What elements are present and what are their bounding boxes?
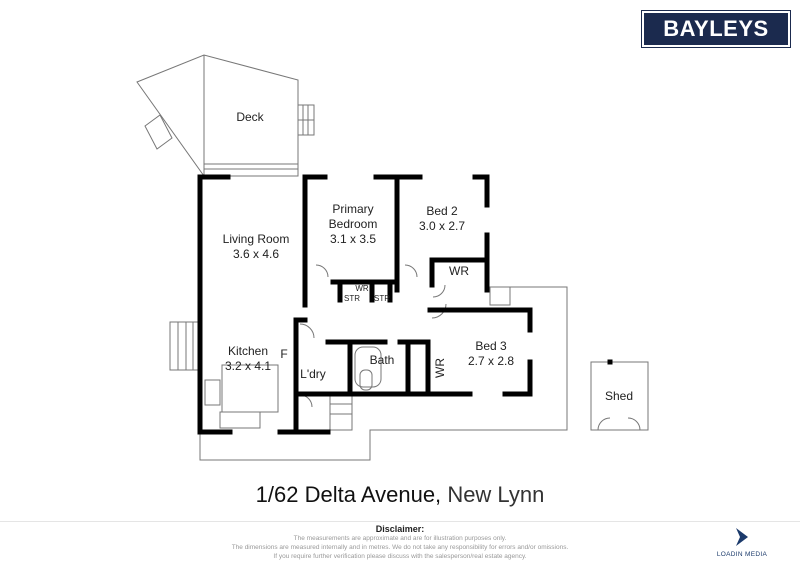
stove: [204, 379, 221, 406]
room-size-primary: 3.1 x 3.5: [330, 232, 376, 246]
disclaimer-heading: Disclaimer:: [375, 524, 425, 534]
outdoor-outlines: [136, 54, 649, 461]
door-swing: [315, 264, 329, 278]
label-wr-primary: WR: [355, 284, 369, 293]
room-size-kitchen: 3.2 x 4.1: [225, 359, 271, 373]
disclaimer-line: If you require further verification plea…: [273, 553, 527, 560]
kitchen-sink: [219, 411, 261, 429]
property-address: 1/62 Delta Avenue, New Lynn: [0, 482, 800, 508]
room-label-kitchen: Kitchen: [228, 344, 268, 358]
label-str-1: STR: [344, 294, 360, 303]
floor-plan: Deck Living Room 3.6 x 4.6 Primary Bedro…: [136, 54, 649, 461]
disclaimer: Disclaimer: The measurements are approxi…: [0, 524, 800, 561]
rear-steps: [329, 393, 353, 431]
walls: [197, 174, 613, 435]
label-wr-bed2: WR: [449, 264, 469, 278]
label-str-2: STR: [374, 294, 390, 303]
side-steps: [169, 321, 201, 371]
room-size-bed3: 2.7 x 2.8: [468, 354, 514, 368]
toilet: [359, 369, 373, 391]
room-label-primary-1: Primary: [332, 202, 373, 216]
address-street: 1/62 Delta Avenue,: [255, 482, 442, 507]
bayleys-logo: BAYLEYS: [641, 10, 791, 48]
room-label-primary-2: Bedroom: [329, 217, 378, 231]
disclaimer-line: The measurements are approximate and are…: [293, 535, 507, 542]
deck-outline: [136, 54, 299, 177]
room-label-living: Living Room: [223, 232, 290, 246]
room-label-shed: Shed: [605, 389, 633, 403]
room-size-bed2: 3.0 x 2.7: [419, 219, 465, 233]
room-label-bed3: Bed 3: [475, 339, 507, 353]
bathtub: [354, 346, 382, 388]
label-fridge: F: [280, 347, 287, 361]
disclaimer-line: The dimensions are measured internally a…: [231, 544, 569, 551]
loadin-media-logo: LOADIN MEDIA: [712, 528, 772, 558]
site-outline: [199, 286, 568, 461]
divider: [0, 521, 800, 522]
room-label-laundry: L'dry: [300, 367, 326, 381]
room-label-bath: Bath: [370, 353, 395, 367]
deck-steps-left: [144, 114, 173, 150]
loadin-logo-icon: [736, 528, 748, 546]
room-label-deck: Deck: [236, 110, 264, 124]
kitchen-bench: [221, 364, 279, 413]
address-suburb: New Lynn: [447, 482, 545, 507]
room-size-living: 3.6 x 4.6: [233, 247, 279, 261]
label-wr-bed3: WR: [433, 358, 447, 378]
room-label-bed2: Bed 2: [426, 204, 458, 218]
bed3-steps: [489, 286, 511, 306]
shed-outline: [590, 361, 649, 431]
